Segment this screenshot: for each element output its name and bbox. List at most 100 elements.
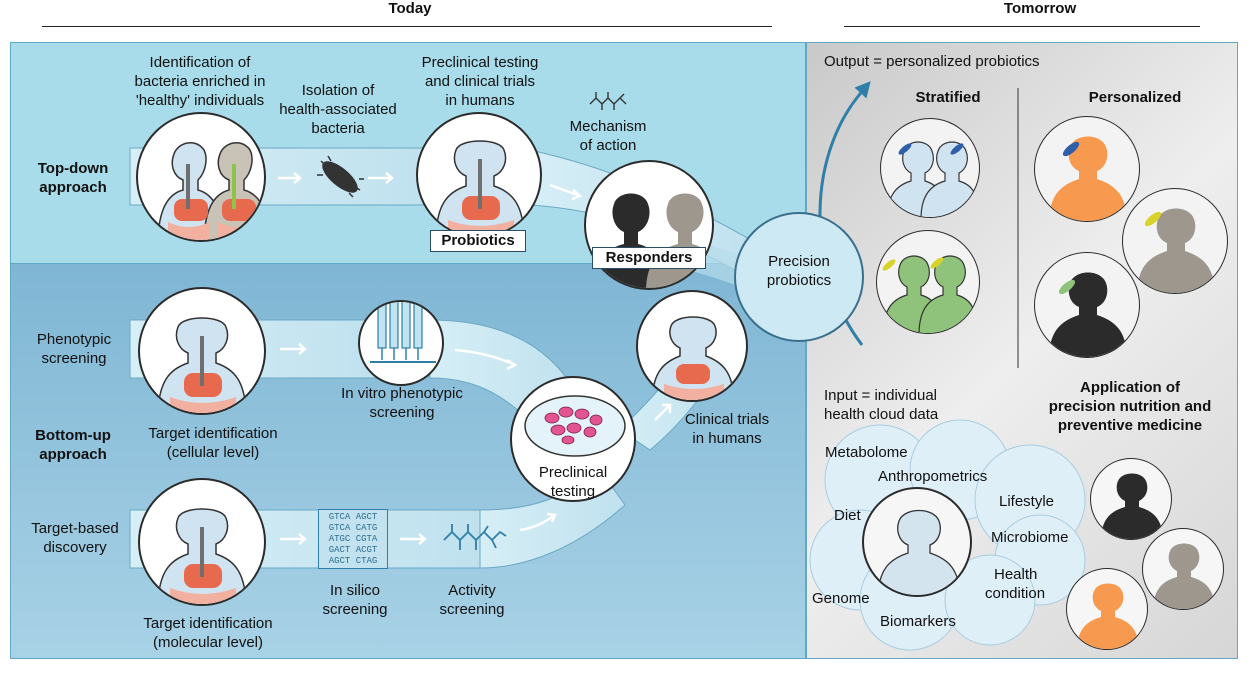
human-pair-icon: [157, 142, 264, 240]
in-vitro-circle: [358, 300, 444, 386]
mechanism-line1: Mechanism: [569, 118, 647, 135]
human-icon: [435, 140, 525, 236]
app-dark-circle: [1090, 458, 1172, 540]
target-molecular-line1: Target identification: [143, 615, 273, 632]
person-orange-icon: [1077, 583, 1139, 649]
sequence-line: GACT ACGT: [328, 545, 378, 555]
health-line2: condition: [985, 585, 1046, 602]
input-line2: health cloud data: [824, 406, 939, 423]
activity-line1: Activity: [448, 582, 496, 599]
tomorrow-rule: [844, 26, 1200, 27]
person-dark-icon: [1049, 272, 1127, 357]
microbiome-label: Microbiome: [991, 529, 1069, 546]
person-gray-icon: [1137, 208, 1215, 293]
stratified-blue-circle: [880, 118, 980, 218]
sequence-line: ATGC CGTA: [328, 534, 378, 544]
petri-dish-icon: [524, 395, 626, 457]
tomorrow-header: Tomorrow: [1003, 0, 1077, 17]
application-line1: Application of: [1080, 379, 1180, 396]
insilico-line2: screening: [322, 601, 388, 618]
healthy-individuals-circle: [136, 112, 266, 242]
human-outline-icon: [877, 509, 961, 595]
clinical-trials-circle: [636, 290, 748, 402]
metabolome-label: Metabolome: [825, 444, 908, 461]
activity-line2: screening: [439, 601, 505, 618]
sequence-box: GTCA AGCT GTCA CATG ATGC CGTA GACT ACGT …: [318, 509, 388, 569]
output-label: Output = personalized probiotics: [824, 53, 1040, 70]
app-gray-circle: [1142, 528, 1224, 610]
person-gray-icon: [1153, 543, 1215, 609]
clinical-line2: in humans: [692, 430, 762, 447]
biomarkers-label: Biomarkers: [880, 613, 956, 630]
pipette-array-icon: [370, 302, 436, 363]
stratified-label: Stratified: [915, 89, 981, 106]
personalized-dark-circle: [1034, 252, 1140, 358]
preclinical-testing-circle: [510, 376, 636, 502]
step2-line1: Isolation of: [301, 82, 375, 99]
target-cellular-line1: Target identification: [148, 425, 278, 442]
stratified-pair-icon: [886, 141, 979, 217]
precision-line2: probiotics: [766, 272, 832, 289]
target-molecular-line2: (molecular level): [152, 634, 264, 651]
mechanism-line2: of action: [579, 137, 637, 154]
top-down-label-1: Top-down: [37, 160, 109, 177]
personalized-gray-circle: [1122, 188, 1228, 294]
step3-line3: in humans: [445, 92, 515, 109]
person-dark-icon: [1101, 473, 1163, 539]
sequence-line: GTCA AGCT: [328, 512, 378, 522]
human-icon: [651, 316, 735, 400]
sequence-line: GTCA CATG: [328, 523, 378, 533]
responders-circle: [584, 160, 714, 290]
health-line1: Health: [994, 566, 1038, 583]
step3-line1: Preclinical testing: [421, 54, 539, 71]
preclinical-line1: Preclinical: [538, 464, 608, 481]
target-cellular-circle: [138, 287, 266, 415]
input-person-circle: [862, 487, 972, 597]
probiotics-label: Probiotics: [430, 230, 526, 252]
human-icon: [157, 317, 247, 413]
target-based-line1: Target-based: [31, 520, 119, 537]
target-cellular-line2: (cellular level): [166, 444, 260, 461]
target-molecular-circle: [138, 478, 266, 606]
input-line1: Input = individual: [824, 387, 937, 404]
anthropometrics-label: Anthropometrics: [878, 468, 988, 485]
preclinical-line2: testing: [550, 483, 596, 500]
personalized-orange-circle: [1034, 116, 1140, 222]
step1-line1: Identification of: [149, 54, 251, 71]
person-orange-icon: [1049, 136, 1127, 221]
bacterium-icon: [317, 155, 364, 198]
invitro-line2: screening: [369, 404, 435, 421]
bottom-up-label-1: Bottom-up: [35, 427, 111, 444]
step1-line2: bacteria enriched in: [134, 73, 266, 90]
sequence-line: AGCT CTAG: [328, 556, 378, 566]
human-icon: [157, 508, 247, 604]
precision-line1: Precision: [768, 253, 830, 270]
today-rule: [42, 26, 772, 27]
top-down-label-2: approach: [39, 179, 107, 196]
stratified-green-circle: [876, 230, 980, 334]
step1-line3: 'healthy' individuals: [135, 92, 265, 109]
bottom-up-label-2: approach: [39, 446, 107, 463]
lifestyle-label: Lifestyle: [999, 493, 1055, 510]
step3-line2: and clinical trials: [424, 73, 536, 90]
application-line3: preventive medicine: [1057, 417, 1203, 434]
preclinical-human-circle: [416, 112, 542, 238]
precision-probiotics-circle: [734, 212, 864, 342]
genome-label: Genome: [812, 590, 870, 607]
step2-line2: health-associated: [279, 101, 397, 118]
insilico-line1: In silico: [329, 582, 381, 599]
application-line2: precision nutrition and: [1048, 398, 1212, 415]
invitro-line1: In vitro phenotypic: [341, 385, 463, 402]
molecule-icon: [589, 92, 627, 110]
phenotypic-line1: Phenotypic: [36, 331, 112, 348]
today-header: Today: [388, 0, 432, 17]
app-orange-circle: [1066, 568, 1148, 650]
target-based-line2: discovery: [43, 539, 107, 556]
phenotypic-line2: screening: [41, 350, 107, 367]
personalized-label: Personalized: [1088, 89, 1182, 106]
responders-label: Responders: [592, 247, 706, 269]
step2-line3: bacteria: [311, 120, 365, 137]
responder-silhouettes-icon: [592, 193, 712, 288]
diet-label: Diet: [834, 507, 861, 524]
clinical-line1: Clinical trials: [684, 411, 770, 428]
